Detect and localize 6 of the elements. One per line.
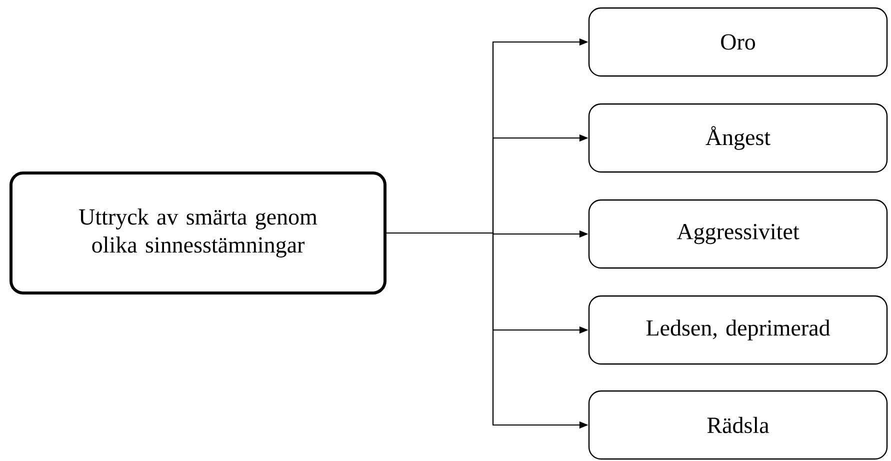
category-box: Aggressivitet [588,199,888,269]
topic-box: Uttryck av smärta genom olika sinnesstämningar [10,172,386,294]
category-box: Oro [588,7,888,77]
category-box: Rädsla [588,390,888,460]
category-box: Ångest [588,103,888,173]
category-box: Ledsen, deprimerad [588,295,888,365]
